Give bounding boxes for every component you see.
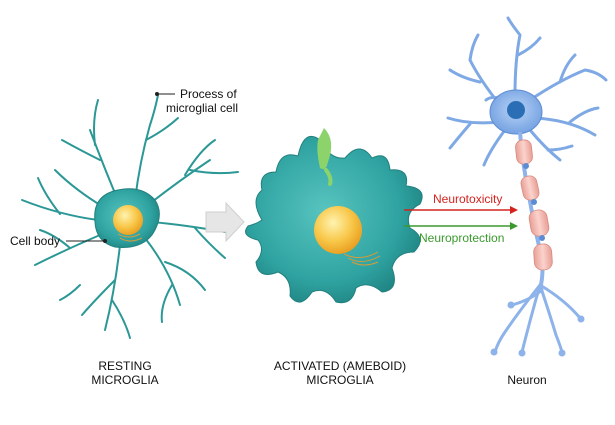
activated-caption-line1: ACTIVATED (AMEBOID) xyxy=(273,359,407,373)
neurotoxicity-label: Neurotoxicity xyxy=(433,192,503,206)
activated-caption-line2: MICROGLIA xyxy=(306,373,374,387)
neuron-caption: Neuron xyxy=(507,373,547,387)
axon-terminals xyxy=(493,283,582,354)
neuroprotection-label: Neuroprotection xyxy=(419,231,505,245)
process-label-line1: Process of xyxy=(180,87,237,101)
activated-caption: ACTIVATED (AMEBOID) MICROGLIA xyxy=(265,359,415,387)
resting-microglia xyxy=(21,94,239,339)
phagocytosed-particle xyxy=(317,128,332,170)
synaptic-boutons xyxy=(490,301,585,357)
neurotoxicity-arrow xyxy=(404,206,518,214)
resting-caption-line1: RESTING xyxy=(98,359,152,373)
activated-nucleus xyxy=(314,206,362,254)
transition-arrow xyxy=(205,201,245,243)
resting-caption: RESTING MICROGLIA xyxy=(70,359,180,387)
cell-body-pointer xyxy=(66,239,107,243)
neuron-nucleus xyxy=(507,101,525,119)
cell-body-label: Cell body xyxy=(10,234,61,248)
myelin-sheath xyxy=(515,139,553,271)
resting-er xyxy=(117,233,143,242)
resting-caption-line2: MICROGLIA xyxy=(91,373,159,387)
activated-microglia xyxy=(245,128,423,304)
neuroprotection-arrow xyxy=(404,222,518,230)
process-pointer xyxy=(155,92,175,96)
activated-er xyxy=(343,251,381,266)
neuron xyxy=(446,16,608,357)
resting-nucleus xyxy=(113,205,143,235)
process-label-line2: microglial cell xyxy=(166,101,239,115)
